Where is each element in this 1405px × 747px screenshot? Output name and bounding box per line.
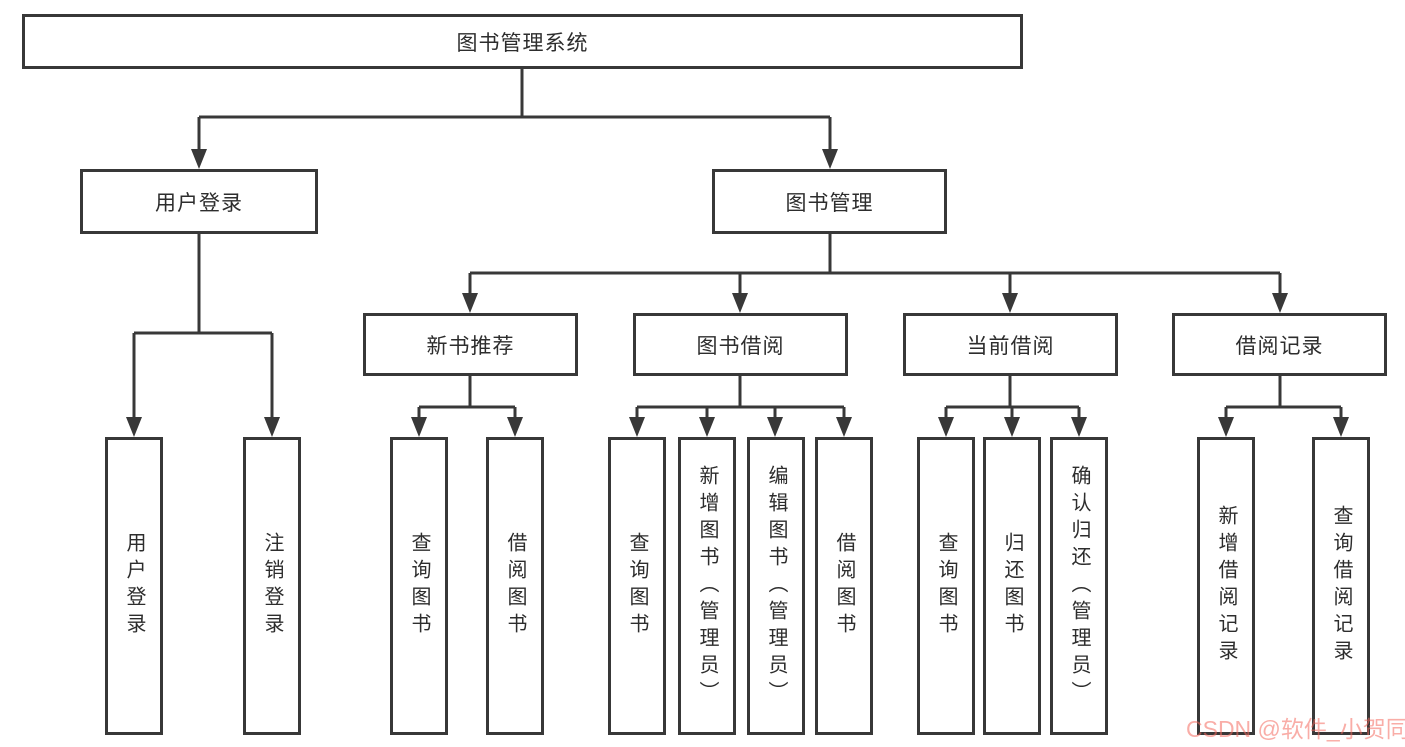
node-library-management-system: 图书管理系统	[22, 14, 1023, 69]
node-label: 用户登录	[155, 191, 243, 215]
leaf-return-books: 归还图书	[983, 437, 1041, 735]
node-label: 借阅记录	[1235, 334, 1324, 358]
leaf-edit-books-admin: 编辑图书（管理员）	[747, 437, 805, 735]
connector-bookborrow-to-leaves	[629, 376, 852, 437]
connector-newbook-to-leaves	[411, 376, 523, 437]
node-label: 新书推荐	[426, 334, 515, 358]
leaf-query-books-current: 查询图书	[917, 437, 975, 735]
node-label: 图书管理	[785, 191, 874, 215]
leaf-label: 编辑图书（管理员）	[765, 464, 787, 708]
node-book-borrowing: 图书借阅	[633, 313, 848, 376]
leaf-add-borrow-record: 新增借阅记录	[1197, 437, 1255, 735]
leaf-label: 查询图书	[626, 532, 648, 640]
leaf-confirm-return-admin: 确认归还（管理员）	[1050, 437, 1108, 735]
node-book-management: 图书管理	[712, 169, 947, 234]
leaf-label: 确认归还（管理员）	[1068, 464, 1090, 708]
leaf-logout: 注销登录	[243, 437, 301, 735]
node-label: 图书借阅	[696, 334, 785, 358]
connector-currentborrow-to-leaves	[938, 376, 1087, 437]
node-label: 图书管理系统	[456, 31, 589, 55]
leaf-label: 新增图书（管理员）	[696, 464, 718, 708]
node-current-borrowing: 当前借阅	[903, 313, 1118, 376]
connector-bookmgmt-to-level3	[462, 234, 1288, 313]
node-borrowing-records: 借阅记录	[1172, 313, 1387, 376]
connector-userlogin-to-leaves	[126, 234, 280, 437]
node-new-book-recommendation: 新书推荐	[363, 313, 578, 376]
leaf-borrow-books-recommend: 借阅图书	[486, 437, 544, 735]
node-label: 当前借阅	[966, 334, 1055, 358]
leaf-label: 新增借阅记录	[1215, 505, 1237, 667]
leaf-label: 归还图书	[1001, 532, 1023, 640]
connector-root-to-level2	[191, 69, 838, 169]
leaf-user-login: 用户登录	[105, 437, 163, 735]
leaf-borrow-books-borrowing: 借阅图书	[815, 437, 873, 735]
connector-borrowrecord-to-leaves	[1218, 376, 1349, 437]
leaf-label: 查询图书	[935, 532, 957, 640]
leaf-query-books-recommend: 查询图书	[390, 437, 448, 735]
csdn-watermark: CSDN @软件_小贺同学	[1186, 716, 1405, 742]
node-user-login: 用户登录	[80, 169, 318, 234]
leaf-label: 借阅图书	[833, 532, 855, 640]
leaf-query-books-borrowing: 查询图书	[608, 437, 666, 735]
leaf-add-books-admin: 新增图书（管理员）	[678, 437, 736, 735]
leaf-label: 查询借阅记录	[1330, 505, 1352, 667]
leaf-label: 借阅图书	[504, 532, 526, 640]
leaf-label: 注销登录	[261, 532, 283, 640]
leaf-label: 用户登录	[123, 532, 145, 640]
leaf-label: 查询图书	[408, 532, 430, 640]
leaf-query-borrow-record: 查询借阅记录	[1312, 437, 1370, 735]
